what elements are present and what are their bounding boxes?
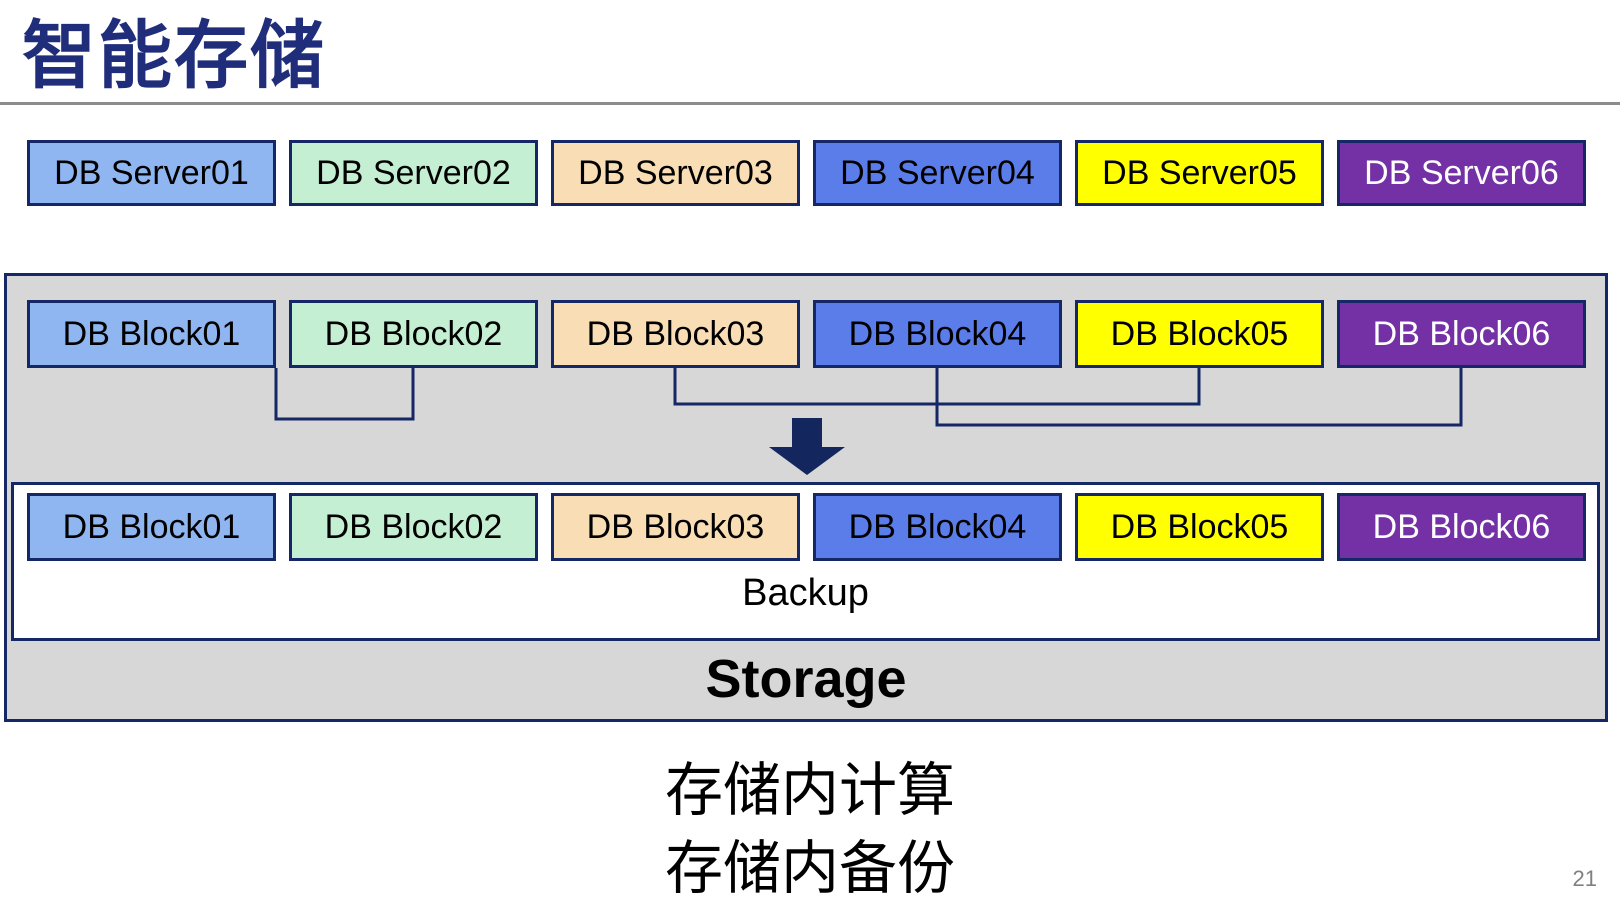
db-server-label-2: DB Server02: [316, 154, 511, 192]
db-block-top-label-1: DB Block01: [62, 315, 241, 353]
caption-block: 存储内计算 存储内备份: [0, 752, 1620, 909]
db-block-bottom-label-2: DB Block02: [324, 508, 503, 546]
db-block-bottom-label-5: DB Block05: [1110, 508, 1289, 546]
db-server-box-6: DB Server06: [1337, 140, 1586, 206]
db-block-top-box-3: DB Block03: [551, 300, 800, 368]
db-block-top-box-2: DB Block02: [289, 300, 538, 368]
db-block-top-label-6: DB Block06: [1372, 315, 1551, 353]
db-server-label-1: DB Server01: [54, 154, 249, 192]
db-block-bottom-box-3: DB Block03: [551, 493, 800, 561]
db-block-row-top: DB Block01 DB Block02 DB Block03 DB Bloc…: [27, 300, 1586, 368]
db-block-top-box-4: DB Block04: [813, 300, 1062, 368]
db-block-bottom-label-4: DB Block04: [848, 508, 1027, 546]
db-block-bottom-label-3: DB Block03: [586, 508, 765, 546]
storage-label: Storage: [705, 649, 907, 709]
db-server-box-4: DB Server04: [813, 140, 1062, 206]
db-block-top-box-5: DB Block05: [1075, 300, 1324, 368]
db-block-top-label-2: DB Block02: [324, 315, 503, 353]
db-server-box-2: DB Server02: [289, 140, 538, 206]
slide-title: 智能存储: [22, 14, 326, 97]
db-server-label-3: DB Server03: [578, 154, 773, 192]
db-block-row-bottom: DB Block01 DB Block02 DB Block03 DB Bloc…: [27, 493, 1586, 561]
db-block-bottom-box-1: DB Block01: [27, 493, 276, 561]
caption-line-1: 存储内计算: [664, 758, 955, 823]
caption-line-2: 存储内备份: [664, 836, 955, 902]
page-number: 21: [1572, 866, 1597, 891]
db-block-top-label-5: DB Block05: [1110, 315, 1289, 353]
db-block-bottom-box-4: DB Block04: [813, 493, 1062, 561]
db-server-box-5: DB Server05: [1075, 140, 1324, 206]
db-block-bottom-label-6: DB Block06: [1372, 508, 1551, 546]
db-block-top-label-4: DB Block04: [848, 315, 1027, 353]
db-block-top-box-1: DB Block01: [27, 300, 276, 368]
db-server-box-1: DB Server01: [27, 140, 276, 206]
db-server-row: DB Server01 DB Server02 DB Server03 DB S…: [27, 140, 1586, 206]
db-block-bottom-box-6: DB Block06: [1337, 493, 1586, 561]
db-block-bottom-box-5: DB Block05: [1075, 493, 1324, 561]
backup-label: Backup: [742, 572, 869, 614]
db-block-bottom-box-2: DB Block02: [289, 493, 538, 561]
db-block-top-label-3: DB Block03: [586, 315, 765, 353]
db-server-label-4: DB Server04: [840, 154, 1035, 192]
title-divider-line: [0, 102, 1620, 105]
db-server-box-3: DB Server03: [551, 140, 800, 206]
db-server-label-5: DB Server05: [1102, 154, 1297, 192]
db-server-label-6: DB Server06: [1364, 154, 1559, 192]
db-block-top-box-6: DB Block06: [1337, 300, 1586, 368]
db-block-bottom-label-1: DB Block01: [62, 508, 241, 546]
